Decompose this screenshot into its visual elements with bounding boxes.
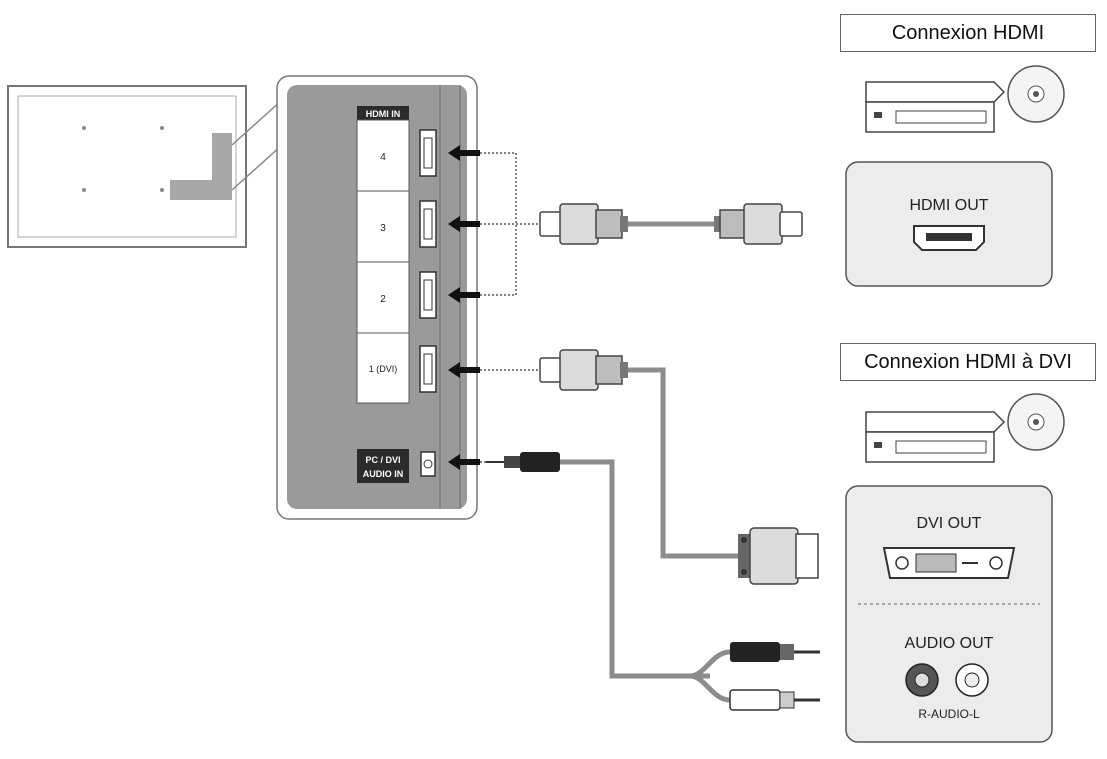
port-label-2: 2 — [380, 294, 386, 305]
hdmi-out-panel: HDMI OUT — [845, 161, 1053, 287]
dotted-connectors — [480, 152, 540, 463]
hdmi-cable — [539, 203, 803, 245]
hdmi-port-2 — [419, 271, 437, 319]
bluray-player-dvi — [865, 393, 1065, 463]
audio-out-jack-l — [955, 663, 989, 697]
hdmi-port-4 — [419, 129, 437, 177]
hdmi-port-1 — [419, 345, 437, 393]
tv-rear-view — [7, 85, 283, 248]
r-audio-l-label: R-AUDIO-L — [918, 707, 980, 721]
hdmi-port-3 — [419, 200, 437, 248]
hdmi-to-dvi-cable — [539, 349, 819, 585]
port-label-3: 3 — [380, 223, 386, 234]
audio-out-jack-r — [905, 663, 939, 697]
hdmi-out-label: HDMI OUT — [909, 197, 988, 214]
pc-dvi-label: PC / DVI — [365, 455, 400, 465]
hdmi-in-label: HDMI IN — [366, 109, 401, 119]
audio-in-label: AUDIO IN — [363, 469, 404, 479]
port-label-1-dvi: 1 (DVI) — [369, 364, 398, 374]
title-hdmi-to-dvi-connection: Connexion HDMI à DVI — [840, 343, 1096, 381]
port-arrows — [448, 145, 480, 470]
dvi-out-label: DVI OUT — [917, 515, 982, 532]
audio-out-label: AUDIO OUT — [905, 635, 994, 652]
bluray-player-hdmi — [865, 65, 1065, 133]
tv-connection-panel: HDMI IN 4 3 2 1 (DVI) PC / DVI AUDIO IN — [276, 75, 478, 520]
port-label-4: 4 — [380, 152, 386, 163]
audio-cable — [486, 452, 820, 711]
audio-in-jack — [420, 451, 436, 477]
title-hdmi-connection: Connexion HDMI — [840, 14, 1096, 52]
dvi-audio-out-panel: DVI OUT AUDIO OUT R-AUDIO-L — [845, 485, 1053, 743]
